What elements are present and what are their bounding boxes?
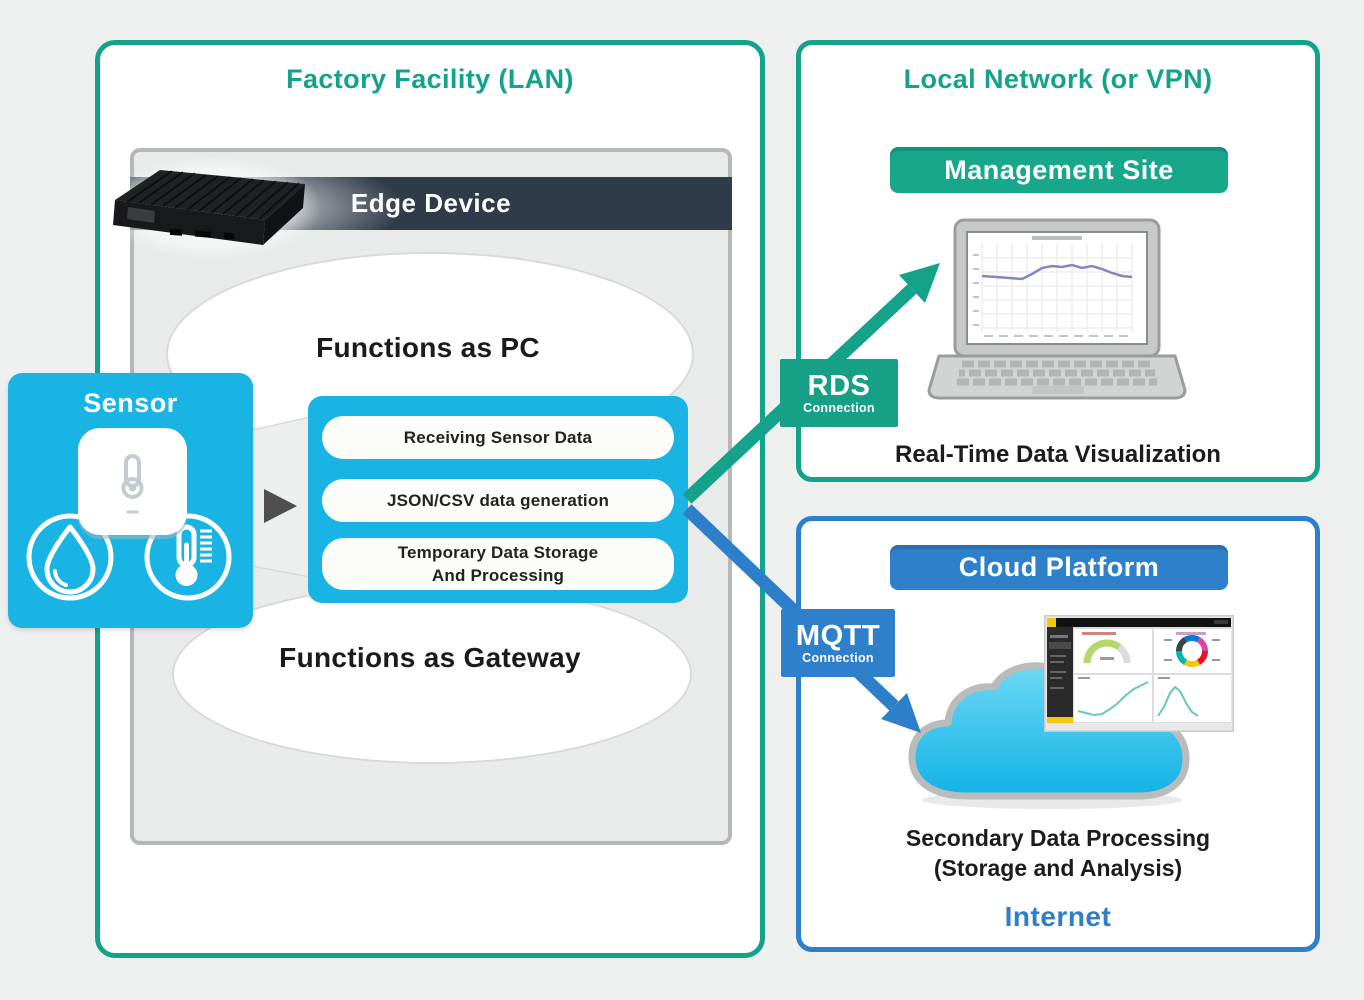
functions-pc-heading: Functions as PC xyxy=(316,332,540,363)
functions-gateway-heading: Functions as Gateway xyxy=(279,642,581,673)
functions-gateway-ellipse xyxy=(172,584,692,764)
rds-connection-badge: RDS Connection xyxy=(780,359,898,427)
cloud-dashboard-screenshot xyxy=(1044,615,1234,732)
mqtt-connection-badge: MQTT Connection xyxy=(781,609,895,677)
flow-arrow-triangle xyxy=(264,489,297,523)
pill-label-line1: Temporary Data Storage xyxy=(397,543,599,562)
secondary-processing-caption-line2: (Storage and Analysis) xyxy=(933,855,1183,881)
pill-label: Receiving Sensor Data xyxy=(403,428,593,447)
cloud-platform-badge: Cloud Platform xyxy=(890,545,1228,590)
function-pill-temp-storage: Temporary Data Storage And Processing xyxy=(322,538,674,590)
sensor-label: Sensor xyxy=(83,388,178,418)
mqtt-sublabel: Connection xyxy=(802,650,874,665)
realtime-caption: Real-Time Data Visualization xyxy=(895,441,1221,468)
rds-label: RDS xyxy=(807,369,871,402)
temperature-thermometer-icon xyxy=(144,513,232,601)
function-pill-receiving: Receiving Sensor Data xyxy=(322,416,674,459)
internet-label: Internet xyxy=(1004,901,1112,932)
pill-label-line2: And Processing xyxy=(431,566,565,585)
laptop-illustration xyxy=(927,218,1187,400)
local-network-title: Local Network (or VPN) xyxy=(903,64,1213,94)
sensor-box: Sensor xyxy=(8,373,253,628)
edge-device-photo xyxy=(102,156,320,260)
function-pill-json-csv: JSON/CSV data generation xyxy=(322,479,674,522)
sensor-device-thermometer-icon xyxy=(121,454,144,514)
secondary-processing-caption-line1: Secondary Data Processing xyxy=(905,825,1211,851)
edge-device-label: Edge Device xyxy=(350,188,512,218)
management-site-badge: Management Site xyxy=(890,147,1228,193)
mqtt-label: MQTT xyxy=(795,619,881,652)
humidity-droplet-icon xyxy=(26,513,114,601)
factory-title: Factory Facility (LAN) xyxy=(286,64,574,94)
sensor-device xyxy=(78,428,187,535)
pill-label: JSON/CSV data generation xyxy=(386,491,610,510)
rds-sublabel: Connection xyxy=(803,400,875,415)
